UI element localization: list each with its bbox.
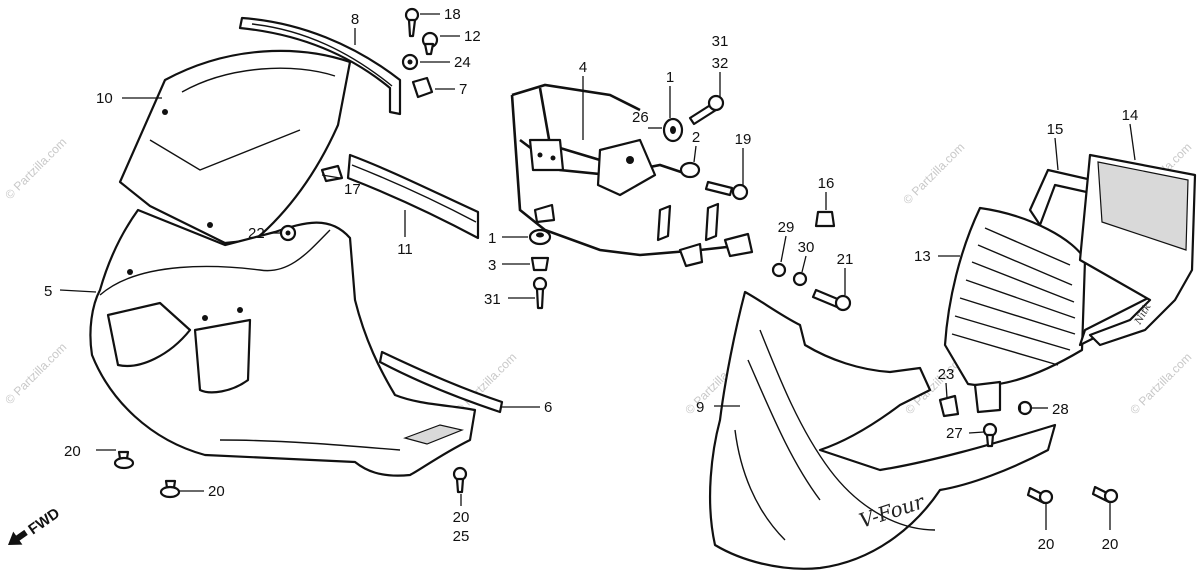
nut-part-16 (814, 210, 836, 228)
upper-cowl-part-5 (89, 208, 477, 477)
watermark: © Partzilla.com (900, 140, 967, 207)
mesh-grille-part-14: Nitk (1078, 153, 1197, 347)
nut-part-22 (279, 224, 297, 242)
callout-5: 5 (44, 283, 52, 300)
callout-7: 7 (459, 81, 467, 98)
watermark: © Partzilla.com (2, 135, 69, 202)
callout-13: 13 (914, 248, 931, 265)
leader-lines (59, 13, 1136, 530)
callout-11: 11 (397, 241, 413, 258)
callout-1: 1 (666, 69, 674, 86)
callout-26: 26 (632, 109, 649, 126)
watermark: © Partzilla.com (2, 340, 69, 407)
forward-direction-indicator: FWD (8, 505, 63, 545)
collar-part-2 (679, 161, 701, 179)
callout-30: 30 (798, 239, 815, 256)
callout-18: 18 (444, 6, 461, 23)
washer-part-30 (792, 271, 808, 287)
washer-part-29 (771, 262, 787, 278)
screw-part-28 (1017, 400, 1033, 416)
callout-32: 32 (712, 55, 729, 72)
bolt-part-31-32 (688, 94, 725, 126)
bolt-part-21 (811, 288, 852, 312)
callout-8: 8 (351, 11, 359, 28)
screw-part-12 (421, 31, 439, 56)
callout-21: 21 (837, 251, 854, 268)
callout-28: 28 (1052, 401, 1069, 418)
lower-trim-part-11 (346, 153, 480, 240)
bolt-part-20-b (159, 479, 181, 499)
bolt-part-27 (982, 422, 998, 448)
grommet-part-1-lower (528, 228, 552, 246)
callout-20: 20 (208, 483, 225, 500)
collar-part-3 (530, 256, 550, 272)
callout-20: 20 (1102, 536, 1119, 553)
callout-19: 19 (735, 131, 752, 148)
callout-6: 6 (544, 399, 552, 416)
bolt-part-19 (704, 180, 749, 201)
clip-part-23 (938, 394, 960, 418)
callout-17: 17 (344, 181, 361, 198)
bolt-part-31-lower (532, 276, 548, 310)
windscreen-part-10 (118, 49, 352, 245)
bolt-part-20-d (1026, 486, 1054, 505)
callout-2: 2 (692, 129, 700, 146)
callout-22: 22 (248, 225, 265, 242)
callout-1: 1 (488, 230, 496, 247)
edge-strip-part-6 (378, 350, 504, 414)
callout-4: 4 (579, 59, 587, 76)
washer-part-24 (401, 53, 419, 71)
screw-part-18 (404, 7, 420, 38)
grommet-part-26 (662, 117, 684, 143)
callout-31: 31 (712, 33, 729, 50)
callout-27: 27 (946, 425, 963, 442)
callout-31: 31 (484, 291, 501, 308)
callout-numbers: 8 18 12 24 7 10 17 11 22 5 6 20 20 20 25… (44, 6, 1138, 553)
callout-20: 20 (453, 509, 470, 526)
forward-arrow-icon (8, 529, 28, 545)
callout-20: 20 (64, 443, 81, 460)
bolt-part-20-e (1091, 485, 1119, 504)
clip-part-17 (320, 164, 344, 183)
fairing-stay-part-4 (510, 83, 754, 268)
fwd-label: FWD (25, 505, 63, 539)
callout-15: 15 (1047, 121, 1064, 138)
callout-14: 14 (1122, 107, 1139, 124)
callout-20: 20 (1038, 536, 1055, 553)
callout-16: 16 (818, 175, 835, 192)
bolt-part-20-a (113, 450, 135, 470)
callout-23: 23 (938, 366, 955, 383)
clip-part-7 (411, 76, 434, 99)
callout-3: 3 (488, 257, 496, 274)
callout-25: 25 (453, 528, 470, 545)
callout-10: 10 (96, 90, 113, 107)
cowl-vent (403, 424, 465, 445)
callout-29: 29 (778, 219, 795, 236)
bolt-part-20-c (452, 466, 468, 494)
watermark: © Partzilla.com (1127, 350, 1194, 417)
callout-12: 12 (464, 28, 481, 45)
callout-9: 9 (696, 399, 704, 416)
grille-part-13 (943, 206, 1087, 414)
callout-24: 24 (454, 54, 471, 71)
upper-trim-part-8 (238, 16, 402, 116)
